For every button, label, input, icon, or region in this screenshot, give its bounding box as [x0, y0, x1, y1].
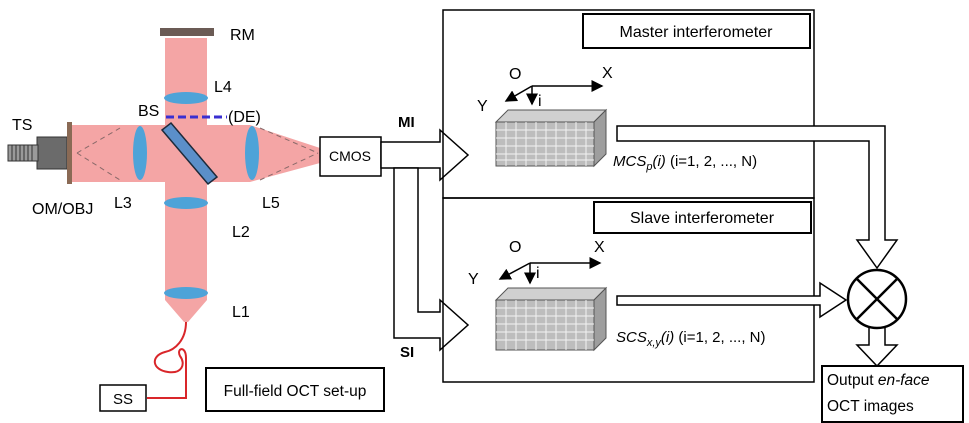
de-label: (DE)	[228, 109, 261, 126]
l5-label: L5	[262, 195, 280, 212]
l4-label: L4	[214, 79, 232, 96]
cmos-camera	[319, 136, 382, 177]
bs-label: BS	[138, 103, 159, 120]
slave-axis-x: X	[594, 239, 605, 256]
si-label: SI	[400, 344, 414, 361]
master-axis-y: Y	[477, 98, 488, 115]
slave-axes	[498, 257, 602, 285]
output-beam	[150, 125, 320, 182]
ts-label: TS	[12, 117, 32, 134]
lens-l5	[245, 126, 259, 180]
output-line2: OCT images	[827, 398, 914, 415]
translation-stage-body	[36, 136, 68, 170]
output-box	[821, 365, 964, 423]
slave-title-box	[593, 201, 812, 234]
signal-routing	[380, 128, 470, 352]
slave-cs-label: SCSx,y(i) (i=1, 2, ..., N)	[616, 329, 766, 349]
multiplier-symbol	[846, 268, 908, 330]
reference-mirror	[160, 28, 214, 36]
master-title-box	[582, 13, 811, 49]
slave-axis-o: O	[509, 239, 521, 256]
slave-axis-i: i	[536, 265, 540, 282]
focus-lines	[76, 127, 319, 181]
cmos-label: CMOS	[329, 148, 371, 164]
lens-l4	[164, 92, 208, 104]
multiplier-to-output-arrow	[855, 326, 899, 368]
ss-label: SS	[113, 391, 133, 408]
slave-to-multiplier-arrow	[616, 281, 848, 319]
si-arrow	[393, 167, 470, 352]
master-data-cube	[494, 108, 608, 168]
object-sample	[67, 122, 72, 184]
object-beam	[70, 125, 150, 182]
mi-label: MI	[398, 114, 415, 131]
master-to-multiplier-arrow	[616, 125, 899, 270]
l1-label: L1	[232, 304, 250, 321]
swept-source-box	[99, 384, 147, 412]
slave-axis-y: Y	[468, 271, 479, 288]
om-obj-label: OM/OBJ	[32, 201, 93, 218]
optical-setup: SS CMOS RM L4 BS (DE) TS OM/OBJ L3 L5 L2…	[7, 27, 385, 412]
flow-arrows	[616, 125, 899, 368]
processing-block: Master interferometer O X Y i	[442, 9, 815, 383]
output-line1: Output en-face	[827, 372, 930, 389]
lens-l2	[164, 197, 208, 209]
beam-splitter	[160, 121, 219, 186]
slave-data-cube	[494, 286, 608, 352]
slave-title: Slave interferometer	[630, 210, 775, 227]
master-axis-i: i	[538, 93, 542, 110]
l3-label: L3	[114, 195, 132, 212]
reference-beam	[165, 38, 207, 90]
rm-label: RM	[230, 27, 255, 44]
master-cs-label: MCSp(i) (i=1, 2, ..., N)	[613, 153, 757, 173]
fiber	[147, 321, 187, 399]
master-axis-x: X	[602, 65, 613, 82]
setup-title-box	[205, 367, 385, 412]
master-axis-o: O	[509, 66, 521, 83]
lens-l1	[164, 287, 208, 299]
master-axes	[504, 80, 604, 106]
l2-label: L2	[232, 224, 250, 241]
master-title: Master interferometer	[620, 24, 774, 41]
lens-l3	[133, 126, 147, 180]
slave-panel	[442, 197, 815, 383]
setup-title: Full-field OCT set-up	[224, 383, 367, 400]
